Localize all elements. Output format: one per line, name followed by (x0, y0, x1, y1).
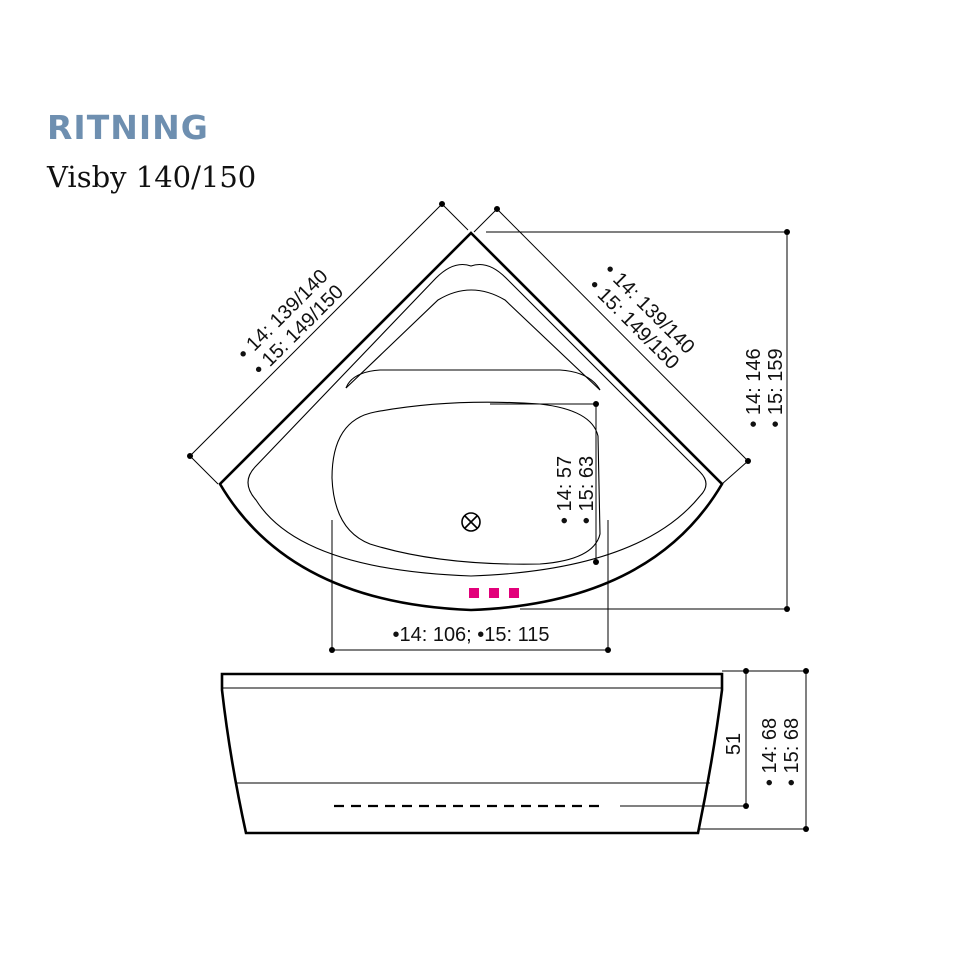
dimension-total-height: • 14: 68 • 15: 68 (700, 668, 809, 832)
dimension-overall-depth-14: • 14: 146 (743, 348, 765, 427)
dimension-basin-width-label: •14: 106; •15: 115 (392, 624, 549, 646)
page-title: RITNING (47, 108, 209, 147)
dimension-basin-depth-14: • 14: 57 (554, 456, 576, 524)
dimension-overall-depth: • 14: 146 • 15: 159 (486, 229, 790, 612)
dimension-overall-depth-15: • 15: 159 (765, 348, 787, 427)
tub-inner-shell (247, 263, 707, 577)
model-name: Visby 140/150 (47, 160, 257, 194)
basin (331, 401, 601, 565)
dimension-total-height-15: • 15: 68 (781, 718, 803, 786)
tub-side-outline (220, 672, 724, 835)
dimension-left-side: • 14: 139/140 • 15: 149/150 (187, 201, 469, 485)
tub-side-view (220, 672, 724, 835)
control-buttons-icon (469, 588, 519, 598)
dimension-basin-depth-15: • 15: 63 (576, 456, 598, 524)
dimension-inner-height: 51 (620, 668, 749, 809)
drain-icon (461, 512, 481, 532)
dimension-basin-width: •14: 106; •15: 115 (329, 520, 611, 653)
headrest (345, 289, 601, 391)
tub-outer-rim (218, 231, 724, 612)
backrest-seat (345, 369, 601, 391)
dimension-inner-height-label: 51 (723, 733, 745, 755)
dimension-basin-depth: • 14: 57 • 15: 63 (490, 401, 599, 565)
tub-top-view (218, 231, 724, 612)
dimension-total-height-14: • 14: 68 (759, 718, 781, 786)
dimension-right-side: • 14: 139/140 • 15: 149/150 (473, 206, 751, 485)
